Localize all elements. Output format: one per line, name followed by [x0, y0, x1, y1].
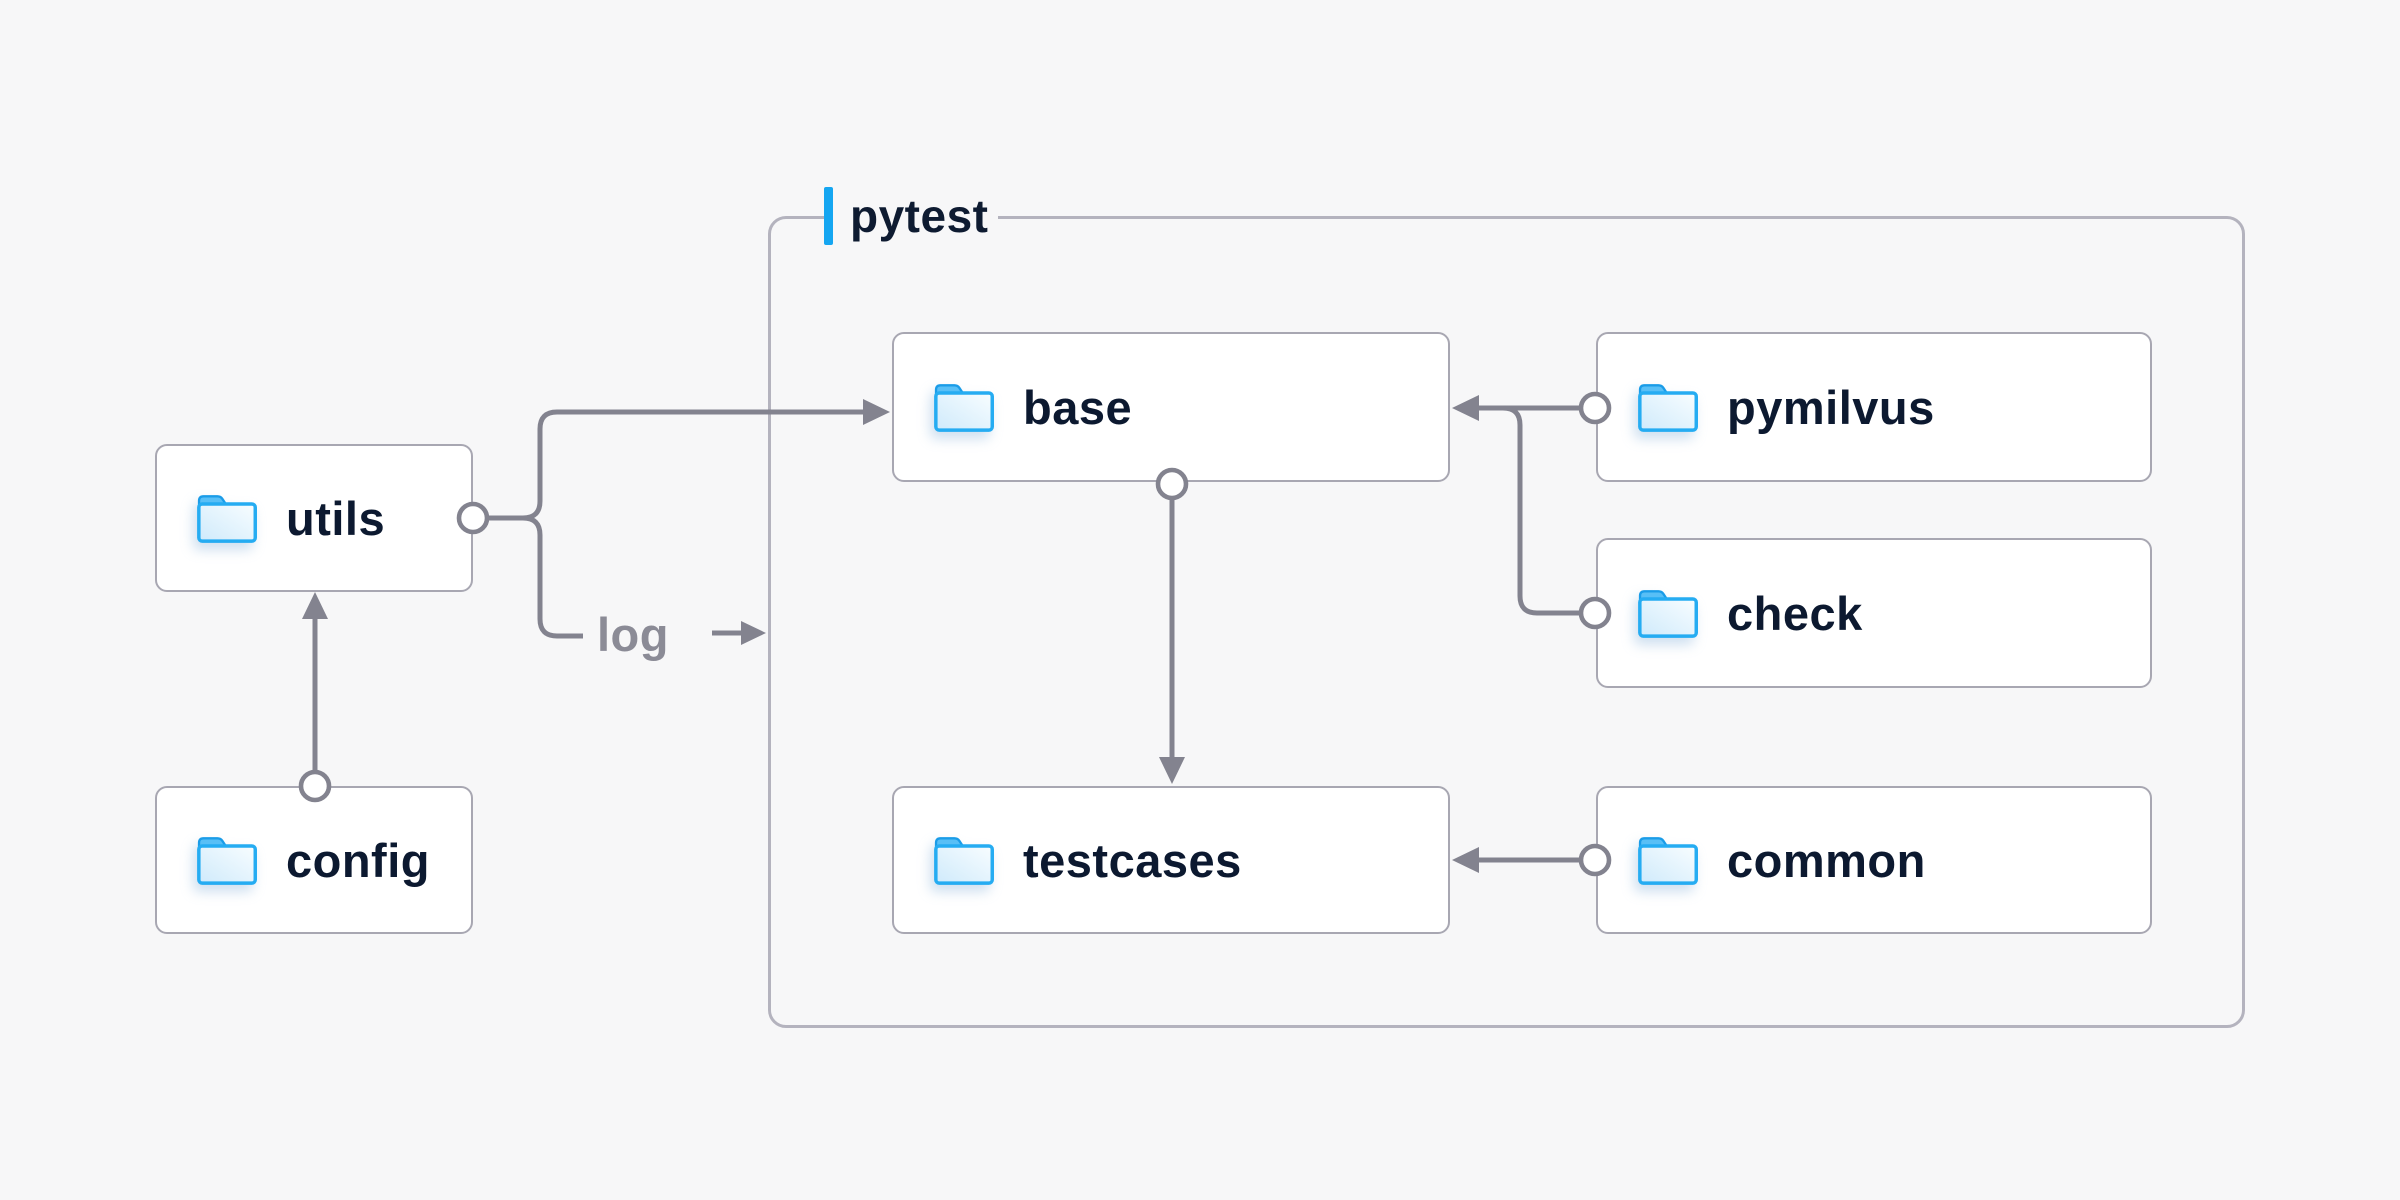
node-common-label: common [1727, 833, 1926, 887]
folder-icon [1638, 837, 1698, 885]
node-utils-label: utils [286, 491, 386, 545]
log-annotation-label: log [597, 608, 669, 661]
folder-icon [197, 495, 257, 543]
accent-bar [824, 187, 833, 245]
node-config-label: config [286, 833, 430, 887]
node-check-label: check [1727, 586, 1863, 640]
arrowhead-up-icon [302, 592, 328, 619]
pytest-group-label-text: pytest [850, 190, 989, 242]
node-base: base [892, 332, 1450, 482]
node-pymilvus-label: pymilvus [1727, 380, 1935, 434]
folder-icon [934, 837, 994, 885]
folder-icon [934, 384, 994, 432]
node-config: config [155, 786, 473, 934]
node-testcases-label: testcases [1023, 833, 1242, 887]
node-base-label: base [1023, 380, 1133, 434]
edge-utils-to-log-line [522, 515, 583, 639]
node-common: common [1596, 786, 2152, 934]
pytest-group-container [768, 216, 2245, 1028]
folder-icon [1638, 384, 1698, 432]
folder-icon [1638, 590, 1698, 638]
arrowhead-log-right-icon [741, 621, 766, 645]
node-check: check [1596, 538, 2152, 688]
folder-icon [197, 837, 257, 885]
node-utils: utils [155, 444, 473, 592]
node-pymilvus: pymilvus [1596, 332, 2152, 482]
pytest-group-label: pytest [824, 185, 999, 247]
node-testcases: testcases [892, 786, 1450, 934]
